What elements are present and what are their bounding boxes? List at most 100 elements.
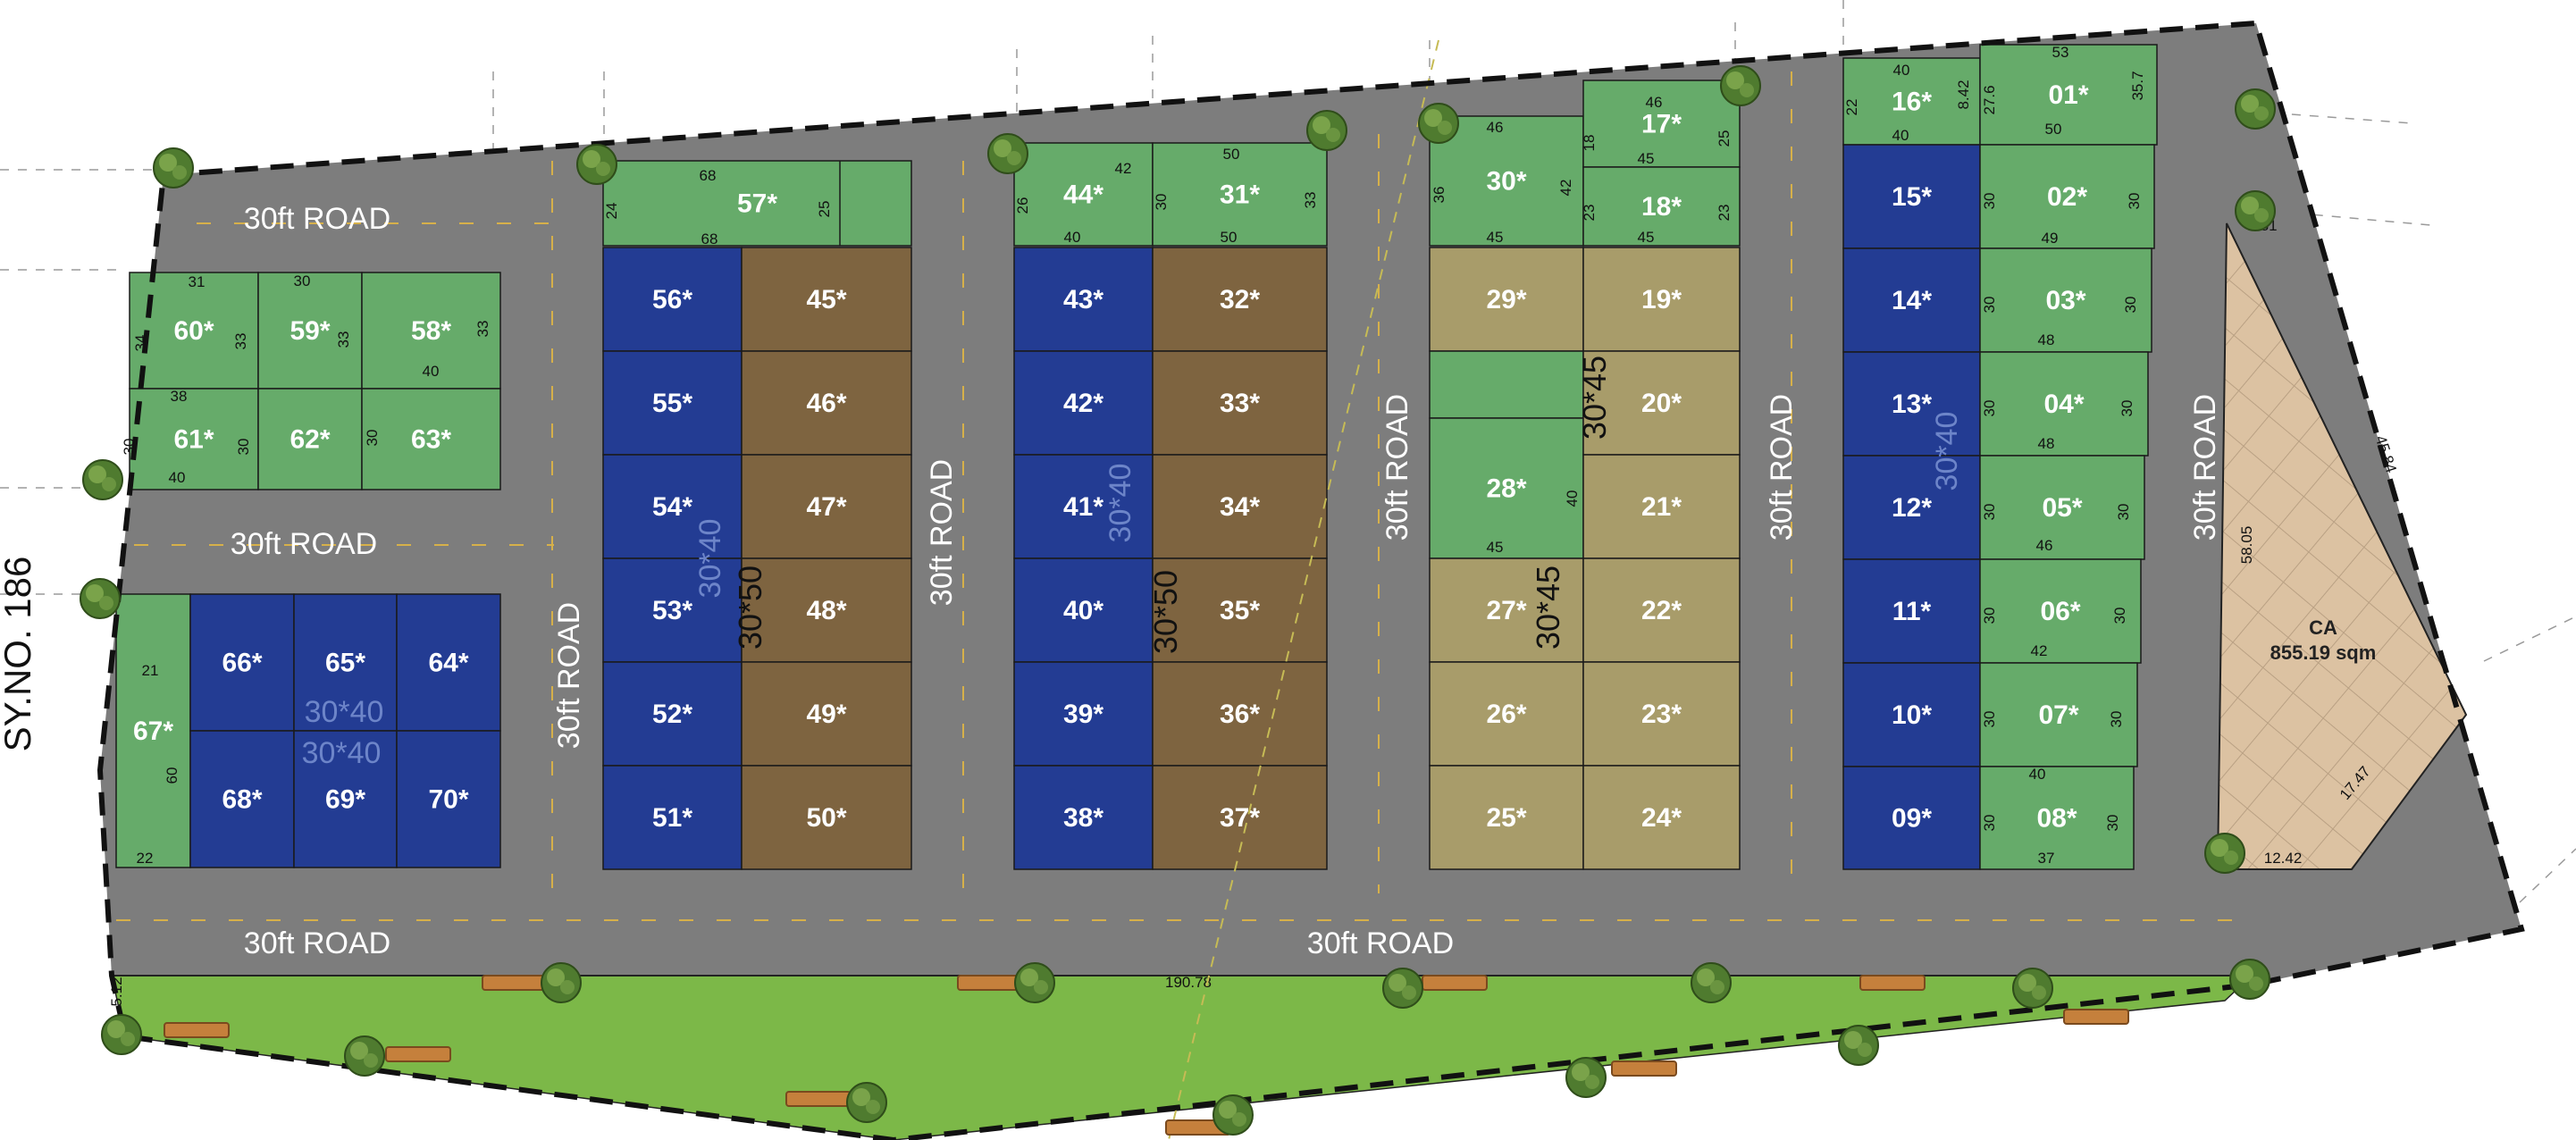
plot-shape	[1842, 144, 1981, 249]
dimension-label: 45	[1487, 539, 1504, 556]
plot: 42*	[1013, 350, 1154, 456]
dimension-label: 31	[189, 273, 206, 290]
plot-number: 35*	[1220, 596, 1260, 625]
dimension-label: 30	[1981, 815, 1998, 832]
plot-shape	[1429, 247, 1584, 352]
plot-shape	[361, 272, 501, 390]
plot-shape	[1429, 115, 1584, 247]
plot-number: 08*	[2036, 804, 2077, 834]
dimension-label: 37	[2038, 850, 2055, 867]
plot: 14*	[1842, 247, 1981, 353]
plot-shape	[1842, 662, 1981, 767]
dimension-label: 12.42	[2264, 850, 2303, 867]
plot-number: 17*	[1641, 110, 1682, 139]
site-boundary	[96, 20, 2525, 1140]
plot-size-label: 30*40	[305, 695, 384, 729]
dimension-label: 21	[142, 662, 159, 679]
road-labels: 30ft ROAD 30ft ROAD 30ft ROAD 30ft ROAD …	[231, 202, 2222, 960]
dimension-label: 30	[2115, 504, 2132, 521]
dimension-label: 45	[1487, 229, 1504, 246]
plot: 69*	[293, 730, 398, 868]
dimension-label: 30	[2119, 400, 2135, 417]
plot: 55*	[602, 350, 743, 456]
plot: 62*	[257, 388, 363, 490]
plot-shape	[1842, 455, 1981, 560]
dimension-label: 36	[1431, 187, 1447, 204]
tree-icon	[101, 1014, 142, 1055]
road-label: 30ft ROAD	[552, 602, 586, 749]
tree-icon	[2012, 968, 2053, 1009]
plot: 37*	[1152, 765, 1328, 870]
road-label: 30ft ROAD	[2188, 394, 2222, 541]
tree-icon	[1838, 1025, 1879, 1066]
plot-size-label: 30*40	[1103, 464, 1137, 543]
plot-shape	[602, 661, 743, 767]
plot-number: 34*	[1220, 492, 1260, 522]
plot-number: 38*	[1063, 803, 1103, 833]
plot-shape	[396, 730, 501, 868]
plot-number: 48*	[806, 596, 846, 625]
bench-icon	[164, 1022, 230, 1038]
plot-number: 03*	[2045, 286, 2085, 315]
dimension-label: 25	[1716, 130, 1733, 147]
plot-size-label: 30*50	[732, 566, 768, 650]
dimension-label: 30	[2111, 608, 2128, 624]
plot: 67*	[115, 593, 191, 868]
dimension-label: 48	[2038, 331, 2055, 348]
tree-icon	[1691, 962, 1732, 1003]
plot: 36*	[1152, 661, 1328, 767]
tree-icon	[846, 1082, 887, 1123]
plot-number: 63*	[411, 425, 451, 455]
plot-shape	[1979, 351, 2149, 457]
plot: 66*	[189, 593, 295, 732]
dimension-label: 24	[603, 203, 620, 220]
plot-number: 21*	[1641, 492, 1682, 522]
plot-shape	[361, 388, 501, 490]
plot	[1429, 350, 1584, 419]
dimension-label: 33	[474, 321, 491, 338]
plot: 16*	[1842, 57, 1981, 146]
plot-number: 02*	[2047, 182, 2087, 212]
plot: 54*	[602, 454, 743, 559]
trees	[80, 65, 2276, 1136]
dimension-label: 46	[2036, 537, 2053, 554]
plot-number: 60*	[173, 316, 214, 346]
dimension-label: 58.05	[2238, 526, 2255, 565]
plot-number: 44*	[1063, 180, 1103, 210]
plot: 33*	[1152, 350, 1328, 456]
plot: 10*	[1842, 662, 1981, 767]
plot-size-label: 30*45	[1576, 356, 1613, 440]
plot-number: 61*	[173, 425, 214, 455]
dimension-label: 49	[2042, 230, 2059, 247]
plot-shape	[189, 593, 295, 732]
plot: 46*	[741, 350, 912, 456]
dimension-label: 60	[164, 767, 180, 784]
plot-number: 64*	[428, 649, 468, 678]
plot: 28*	[1429, 417, 1584, 559]
dimension-label: 35.7	[2129, 71, 2146, 100]
dimension-label: 68	[700, 167, 717, 184]
tree-icon	[576, 144, 617, 185]
dimension-label: 48	[2038, 435, 2055, 452]
dimension-label: 50	[1223, 146, 1240, 163]
plot-number: 46*	[806, 389, 846, 418]
ca-label: CA	[2309, 616, 2337, 639]
dimension-label: 40	[1892, 127, 1909, 144]
road-label: 30ft ROAD	[925, 459, 959, 606]
dimension-label: 40	[1564, 490, 1581, 507]
plot: 53*	[602, 557, 743, 663]
plot-shape	[293, 593, 398, 732]
plot-number: 09*	[1892, 804, 1932, 834]
dimension-label: 18	[1581, 135, 1598, 152]
plot-shape	[1152, 350, 1328, 456]
tree-icon	[82, 459, 123, 500]
dimension-label: 40	[1893, 62, 1910, 79]
plot-shape	[293, 730, 398, 868]
plot-number: 43*	[1063, 285, 1103, 314]
plot: 40*	[1013, 557, 1154, 663]
plot-shape	[189, 730, 295, 868]
road-label: 30ft ROAD	[1307, 926, 1454, 960]
plot-shape	[129, 272, 259, 390]
plot: 13*	[1842, 351, 1981, 457]
plot-shape	[741, 557, 912, 663]
